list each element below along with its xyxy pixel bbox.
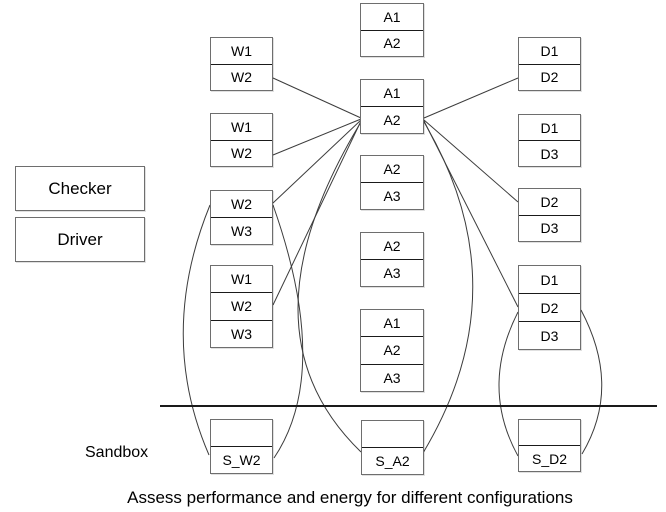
cell-w1: W1 [231, 42, 252, 59]
connector-hub-to-w12b [272, 118, 362, 156]
cell-w2: W2 [211, 63, 272, 91]
cell-a3: A3 [361, 363, 423, 391]
cell-d1: D1 [540, 42, 559, 59]
cell-a2: A2 [361, 29, 423, 57]
cell-w1: W1 [231, 118, 252, 135]
connector-hub-to-w23 [272, 119, 362, 204]
cell-w3: W3 [211, 319, 272, 347]
cell-a2: A2 [383, 161, 401, 177]
cell-driver: Driver [57, 230, 103, 249]
cell-a2: A2 [361, 106, 423, 133]
cell-checker: Checker [48, 179, 112, 198]
cell-empty [211, 420, 272, 446]
cell-empty [519, 420, 580, 445]
cell-w2: W2 [211, 139, 272, 167]
stack-checker: Checker [15, 166, 145, 211]
stack-s-w2: S_W2 [210, 419, 273, 474]
cell-s_d2: S_D2 [519, 445, 580, 471]
cell-w1: W1 [231, 271, 252, 288]
cell-w3: W3 [211, 217, 272, 244]
cell-d3: D3 [519, 321, 580, 349]
connector-hub-to-d12 [423, 77, 519, 119]
cell-d2: D2 [540, 193, 559, 210]
cell-d1: D1 [540, 271, 559, 288]
connector-w23-to-sw2-left [182, 204, 211, 456]
cell-d1: D1 [540, 119, 559, 136]
stack-driver: Driver [15, 217, 145, 262]
sandbox-label: Sandbox [85, 444, 149, 461]
cell-w2: W2 [231, 196, 252, 212]
connector-d123-to-sd2-left [498, 311, 519, 457]
cell-empty [362, 421, 423, 447]
cell-s_a2: S_A2 [362, 447, 423, 474]
cell-d2: D2 [519, 293, 580, 321]
connector-hub-to-sa2-left [297, 121, 362, 453]
cell-d3: D3 [519, 214, 580, 242]
cell-s_w2: S_W2 [211, 446, 272, 473]
cell-a3: A3 [361, 259, 423, 286]
cell-d3: D3 [519, 140, 580, 166]
cell-a3: A3 [361, 182, 423, 209]
connector-hub-to-w123 [272, 120, 362, 306]
connector-hub-to-sa2-right [422, 121, 474, 454]
diagram-caption: Assess performance and energy for differ… [127, 488, 573, 507]
stack-s-d2: S_D2 [518, 419, 581, 472]
connector-w23-to-sw2-right [272, 204, 304, 459]
cell-a1: A1 [383, 315, 401, 332]
connector-hub-to-d23 [423, 119, 519, 203]
cell-d2: D2 [519, 63, 580, 91]
cell-a2: A2 [361, 336, 423, 363]
cell-a2: A2 [383, 238, 401, 254]
connector-hub-to-w12a [272, 77, 362, 119]
cell-w2: W2 [211, 292, 272, 319]
cell-a1: A1 [383, 85, 401, 101]
stack-s-a2: S_A2 [361, 420, 424, 475]
connector-d123-to-sd2-right [580, 309, 603, 455]
cell-a1: A1 [383, 8, 401, 25]
